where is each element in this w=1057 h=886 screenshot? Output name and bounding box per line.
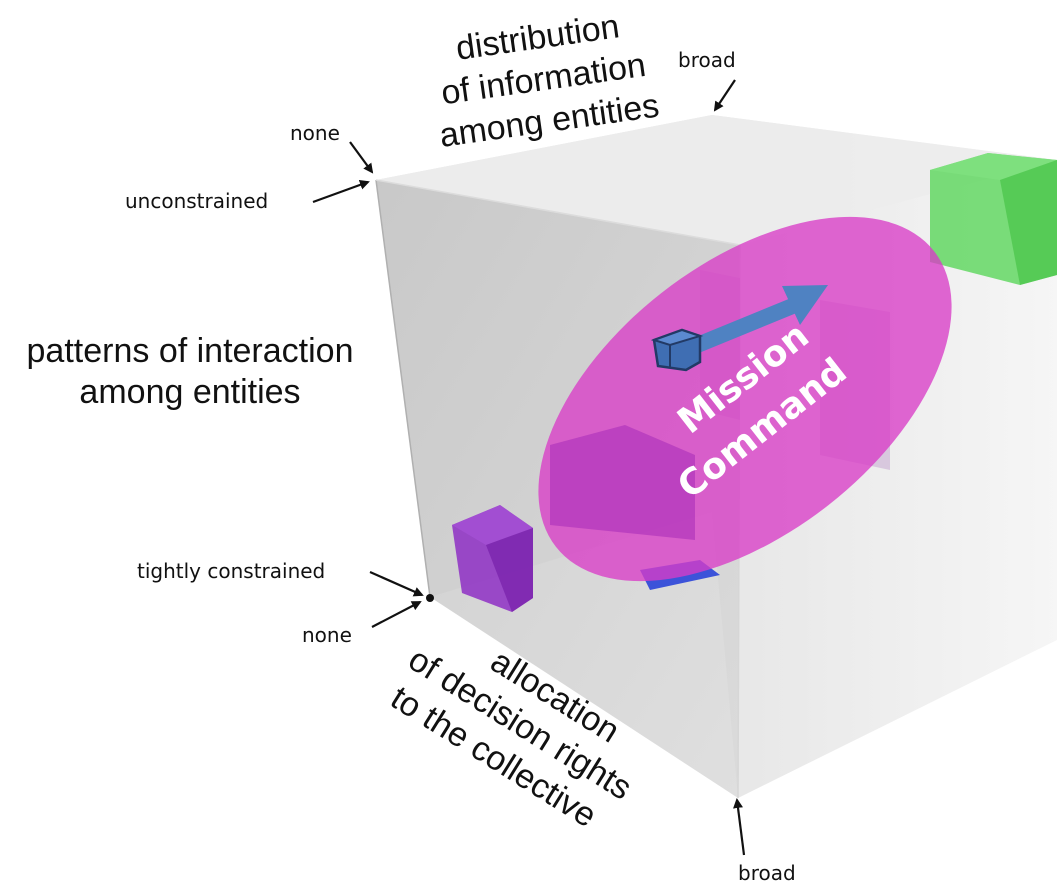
information-low-label: none <box>290 121 340 145</box>
interaction-axis-title: patterns of interaction among entities <box>27 332 354 411</box>
purple-box <box>452 505 533 612</box>
svg-text:among entities: among entities <box>79 373 300 411</box>
pointer-arrows <box>312 79 746 856</box>
pointer-decision-high <box>733 798 746 856</box>
pointer-information-low <box>349 141 374 174</box>
information-axis-title: distribution of information among entiti… <box>437 7 661 155</box>
small-cube-icon <box>650 328 704 372</box>
decision-rights-high-label: broad <box>738 861 796 885</box>
arrow-icon <box>687 285 828 354</box>
pointer-interaction-high <box>312 180 370 204</box>
svg-text:patterns of interaction: patterns of interaction <box>27 332 354 370</box>
origin-dot <box>426 594 434 602</box>
cube-top-face <box>376 115 1057 245</box>
decision-rights-low-label: none <box>302 623 352 647</box>
green-box <box>930 153 1057 285</box>
interaction-high-label: unconstrained <box>125 189 268 213</box>
interaction-low-label: tightly constrained <box>137 559 325 583</box>
pointer-information-high <box>713 79 736 112</box>
pointer-interaction-low <box>369 570 424 597</box>
pointer-decision-low <box>371 601 422 628</box>
inner-front-box <box>550 425 695 540</box>
information-high-label: broad <box>678 48 736 72</box>
